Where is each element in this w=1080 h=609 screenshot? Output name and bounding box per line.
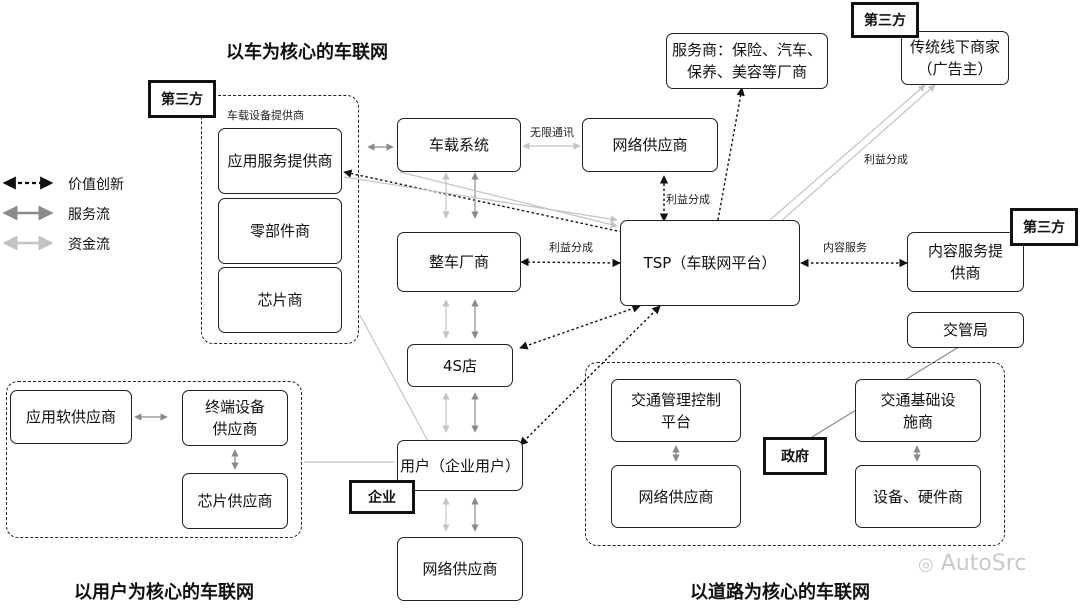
edge-label-profit-share-merchant: 利益分成 (864, 153, 908, 166)
node-traffic-control-line1: 交通管理控制 (630, 390, 721, 409)
node-onboard-system: 车载系统 (397, 118, 521, 172)
node-user: 用户（企业用户） (397, 440, 523, 491)
node-service-provider-line2: 保养、美容等厂商 (686, 63, 807, 81)
group-user-center (6, 381, 302, 538)
edge-tsp-service-provider (717, 87, 745, 221)
tag-third-party-merchant: 第三方 (851, 2, 919, 38)
heading-user-center: 以用户为核心的车联网 (74, 582, 254, 603)
node-infra-supplier-line2: 施商 (902, 412, 933, 431)
node-offline-merchant: 传统线下商家 （广告主） (901, 31, 1009, 85)
group-label-onboard-equipment: 车载设备提供商 (227, 109, 304, 122)
edge-tsp-oem (520, 257, 621, 268)
node-parts-supplier: 零部件商 (218, 198, 342, 264)
heading-road-center: 以道路为核心的车联网 (690, 582, 870, 603)
node-content-provider: 内容服务提 供商 (907, 232, 1024, 292)
edge-onboard-tsp-capital (399, 171, 618, 228)
node-service-provider: 服务商：保险、汽车、 保养、美容等厂商 (666, 33, 828, 89)
heading-vehicle-center: 以车为核心的车联网 (226, 42, 388, 63)
watermark-text: AutoSrc (940, 551, 1027, 576)
node-road-network-supplier: 网络供应商 (611, 465, 741, 528)
tag-third-party-onboard: 第三方 (148, 80, 216, 118)
node-chip-supplier: 芯片供应商 (182, 473, 288, 529)
node-tsp: TSP（车联网平台） (620, 220, 800, 306)
node-content-provider-line2: 供商 (950, 264, 981, 282)
tag-government: 政府 (763, 437, 827, 475)
edge-tsp-offline-merchant-2 (779, 84, 936, 223)
node-service-provider-line1: 服务商：保险、汽车、 (671, 41, 822, 59)
node-app-service-provider: 应用服务提供商 (218, 128, 342, 194)
edge-tsp-4s (519, 304, 641, 350)
group-onboard-equipment (201, 95, 359, 344)
legend-value-innovation: 价值创新 (68, 177, 124, 193)
tag-enterprise: 企业 (349, 480, 415, 514)
node-chip-maker: 芯片商 (218, 267, 342, 333)
edge-label-content-service: 内容服务 (823, 241, 867, 254)
legend-service-flow: 服务流 (68, 207, 110, 223)
node-infra-supplier: 交通基础设 施商 (855, 379, 981, 442)
node-terminal-supplier-line2: 供应商 (212, 420, 258, 438)
edge-tsp-offline-merchant (769, 84, 926, 221)
edge-label-wireless: 无限通讯 (530, 126, 574, 139)
watermark: ◎ AutoSrc (918, 551, 1026, 576)
node-traffic-bureau: 交管局 (907, 312, 1024, 348)
edge-supplier-tsp-capital (343, 176, 618, 223)
group-road-center (585, 362, 1005, 546)
edge-label-profit-share-oem: 利益分成 (549, 241, 593, 254)
node-terminal-supplier-line1: 终端设备 (204, 398, 265, 416)
node-infra-supplier-line1: 交通基础设 (880, 390, 956, 409)
node-hardware-supplier: 设备、硬件商 (855, 465, 981, 528)
node-content-provider-line1: 内容服务提 (927, 242, 1003, 260)
node-4s-dealer: 4S店 (407, 344, 513, 387)
edge-user-supplier-capital (359, 314, 431, 446)
node-traffic-control-line2: 平台 (660, 412, 691, 431)
legend-capital-flow: 资金流 (68, 237, 110, 253)
edge-label-profit-share-network: 利益分成 (666, 193, 710, 206)
node-network-supplier-top: 网络供应商 (582, 118, 718, 172)
node-oem: 整车厂商 (397, 232, 521, 292)
node-traffic-control: 交通管理控制 平台 (611, 379, 741, 442)
node-offline-merchant-line1: 传统线下商家 (909, 38, 1000, 56)
node-network-supplier-bottom: 网络供应商 (397, 537, 523, 601)
node-app-software-supplier: 应用软供应商 (10, 390, 132, 444)
tag-third-party-content: 第三方 (1010, 208, 1078, 246)
node-offline-merchant-line2: （广告主） (917, 60, 993, 78)
wechat-icon: ◎ (918, 554, 934, 575)
node-terminal-supplier: 终端设备 供应商 (182, 390, 288, 446)
edge-tsp-app-service (343, 169, 623, 233)
